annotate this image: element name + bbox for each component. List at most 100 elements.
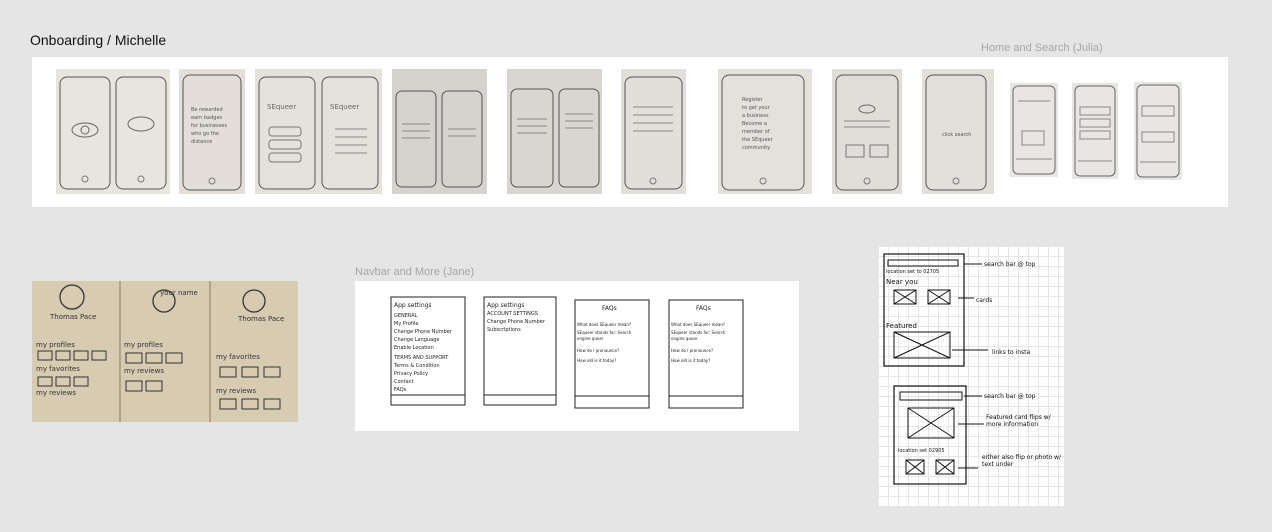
sketch-text: to get your — [742, 105, 771, 111]
sketch-drawing — [1074, 85, 1116, 177]
sketch-drawing — [1136, 84, 1180, 178]
settings-item: Privacy Policy — [394, 371, 428, 377]
sketch-photo-annotated[interactable]: location set to 02705 Near you Featured … — [878, 246, 1064, 506]
sketch-photo-profiles[interactable]: Thomas Pace your name Thomas Pace my pro… — [32, 281, 298, 422]
settings-heading: App settings — [394, 302, 432, 309]
sketch-drawing — [1012, 85, 1056, 175]
settings-heading: App settings — [487, 302, 525, 309]
onboarding-title: Onboarding / Michelle — [30, 32, 167, 48]
faq-item: What does SEqueer mean? — [671, 322, 725, 327]
sketch-photo-signup-flow[interactable] — [392, 69, 487, 194]
profile-label: my reviews — [216, 387, 256, 395]
sketch-photo-eye-splash[interactable] — [56, 69, 170, 194]
profile-label: my reviews — [36, 389, 76, 397]
sketch-drawing: App settings ACCOUNT SETTINGS Change Pho… — [483, 296, 557, 406]
settings-item: Enable Location — [394, 345, 434, 351]
sketch-photo-faqs-2[interactable]: FAQs What does SEqueer mean? SEqueer sta… — [666, 298, 746, 410]
annotation-note: either also flip or photo w/ text under — [982, 454, 1061, 468]
profile-label: my profiles — [124, 341, 163, 349]
profile-label: my favorites — [216, 353, 260, 361]
sketch-photo-settings[interactable]: App settings GENERAL My Profile Change P… — [388, 295, 468, 407]
sketch-brand: SEqueer — [330, 103, 359, 111]
sketch-drawing: FAQs What does SEqueer mean? SEqueer sta… — [574, 299, 650, 409]
sketch-photo-login[interactable]: SEqueer SEqueer — [255, 69, 382, 194]
profile-name: Thomas Pace — [49, 313, 96, 321]
faq-item: How old is it today? — [577, 358, 616, 363]
faq-heading: FAQs — [696, 305, 711, 312]
featured-label: Featured — [886, 322, 917, 330]
near-you-label: Near you — [886, 278, 918, 286]
profile-label: my favorites — [36, 365, 80, 373]
sketch-text: the SEqueer — [742, 137, 774, 143]
sketch-text: Become a — [742, 121, 767, 127]
location-text: location set 02905 — [898, 448, 945, 454]
navbar-more-title: Navbar and More (Jane) — [355, 266, 475, 278]
sketch-drawing: App settings GENERAL My Profile Change P… — [390, 296, 466, 406]
sketch-text: a business — [742, 113, 769, 119]
sketch-photo-home-2[interactable] — [1072, 83, 1118, 179]
annotation-note: cards — [976, 297, 992, 304]
sketch-photo-home-1[interactable] — [1010, 83, 1058, 177]
sketch-photo-location[interactable] — [832, 69, 902, 194]
location-text: location set to 02705 — [886, 269, 939, 275]
profile-name: Thomas Pace — [237, 315, 284, 323]
profile-name: your name — [160, 289, 198, 297]
sketch-text: member of — [742, 129, 770, 135]
annotation-note: links to insta — [992, 349, 1031, 356]
sketch-drawing — [624, 76, 683, 190]
faq-item: What does SEqueer mean? — [577, 322, 631, 327]
settings-item: Change Phone Number — [394, 329, 453, 335]
settings-item: Change Language — [394, 337, 439, 343]
profile-label: my profiles — [36, 341, 75, 349]
faq-item: engine queer — [577, 336, 604, 341]
sketch-drawing: location set to 02705 Near you Featured … — [883, 253, 1061, 485]
sketch-drawing — [835, 74, 899, 191]
sketch-drawing: Be rewarded earn badges for businesses w… — [182, 74, 242, 191]
sketch-text: Be rewarded — [191, 107, 223, 113]
faq-item: How do I pronounce? — [671, 348, 713, 353]
settings-item: Contact — [394, 379, 413, 385]
sketch-drawing — [59, 76, 167, 190]
annotation-note: search bar @ top — [984, 393, 1036, 400]
sketch-drawing: FAQs What does SEqueer mean? SEqueer sta… — [668, 299, 744, 409]
faq-item: How old is it today? — [671, 358, 710, 363]
faq-item: engine queer — [671, 336, 698, 341]
settings-item: My Profile — [394, 321, 418, 327]
sketch-text: distance — [191, 139, 212, 145]
sketch-text: Register — [742, 97, 764, 103]
faq-item: SEqueer stands for: Search — [671, 330, 726, 335]
annotation-note: search bar @ top — [984, 261, 1036, 268]
sketch-text: click search — [942, 132, 971, 138]
sketch-photo-home-3[interactable] — [1134, 82, 1182, 180]
sketch-photo-faqs[interactable]: FAQs What does SEqueer mean? SEqueer sta… — [572, 298, 652, 410]
faq-item: SEqueer stands for: Search — [577, 330, 632, 335]
sketch-drawing: Register to get your a business Become a… — [721, 74, 805, 191]
sketch-photo-reward[interactable]: Be rewarded earn badges for businesses w… — [179, 69, 245, 194]
sketch-photo-discover[interactable] — [507, 69, 602, 194]
sketch-text: community — [742, 145, 770, 151]
sketch-text: earn badges — [191, 115, 223, 121]
settings-item: GENERAL — [394, 313, 418, 319]
sketch-drawing: Thomas Pace your name Thomas Pace my pro… — [36, 281, 284, 422]
sketch-photo-register[interactable]: Register to get your a business Become a… — [718, 69, 812, 194]
sketch-photo-search[interactable]: click search — [922, 69, 994, 194]
faq-item: How do I pronounce? — [577, 348, 619, 353]
settings-item: Subscriptions — [487, 327, 521, 333]
sketch-text: for businesses — [191, 123, 227, 129]
settings-item: ACCOUNT SETTINGS — [487, 311, 538, 317]
settings-item: TERMS AND SUPPORT — [393, 355, 449, 361]
profile-label: my reviews — [124, 367, 164, 375]
annotation-note: Featured card flips w/ more information — [986, 414, 1051, 428]
settings-item: Terms & Condition — [393, 363, 440, 369]
home-search-title: Home and Search (Julia) — [981, 42, 1103, 54]
sketch-photo-settings-2[interactable]: App settings ACCOUNT SETTINGS Change Pho… — [481, 295, 559, 407]
sketch-text: who go the — [191, 131, 219, 137]
sketch-photo-badges[interactable] — [621, 69, 686, 194]
settings-item: Change Phone Number — [487, 319, 546, 325]
sketch-drawing: click search — [925, 74, 987, 191]
sketch-drawing — [395, 90, 483, 188]
sketch-brand: SEqueer — [267, 103, 296, 111]
sketch-drawing: SEqueer SEqueer — [258, 76, 379, 190]
faq-heading: FAQs — [602, 305, 617, 312]
sketch-drawing — [510, 88, 600, 188]
